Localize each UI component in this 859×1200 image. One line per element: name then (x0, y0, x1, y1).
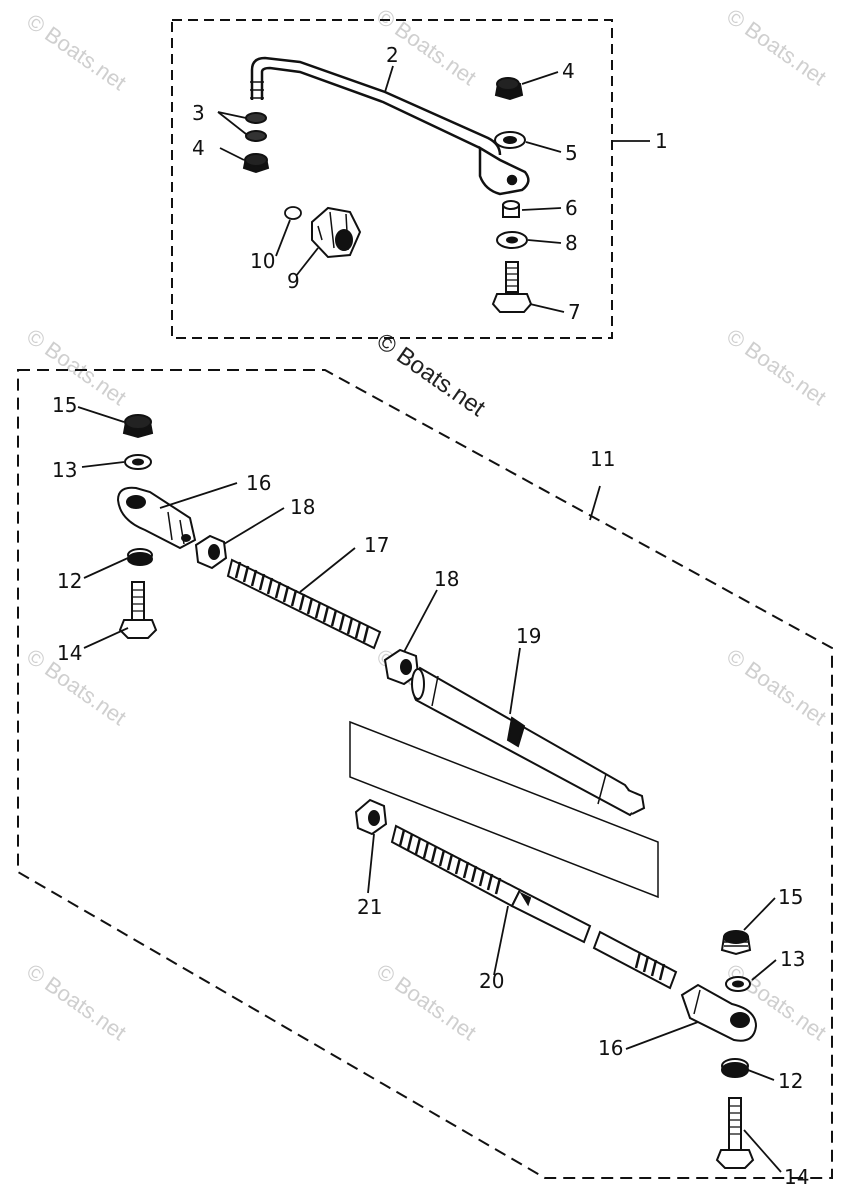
callout-15: 15 (52, 393, 77, 417)
watermark: © Boats.net (722, 644, 831, 731)
collar (494, 131, 526, 149)
callout-1: 1 (655, 129, 668, 153)
threaded-rod (226, 558, 382, 650)
washer (124, 454, 152, 470)
bolt (491, 261, 533, 313)
callout-21: 21 (357, 895, 382, 919)
sub-assembly-bracket (349, 720, 659, 899)
callout-6: 6 (565, 196, 578, 220)
watermark: © Boats.net (722, 324, 831, 411)
callout-16: 16 (598, 1036, 623, 1060)
callout-4: 4 (562, 59, 575, 83)
watermark: © Boats.net (22, 959, 131, 1046)
group-11-outline (17, 369, 833, 1179)
callout-12: 12 (57, 569, 82, 593)
washer (245, 112, 267, 142)
callout-9: 9 (287, 269, 300, 293)
o-ring (284, 206, 302, 220)
jam-nut (194, 534, 420, 686)
nut (720, 930, 752, 956)
watermark: © Boats.net (722, 4, 831, 91)
callout-5: 5 (565, 141, 578, 165)
spacer (721, 1058, 749, 1078)
nut (354, 798, 388, 836)
callout-13: 13 (52, 458, 77, 482)
washer (725, 976, 751, 992)
bolt (715, 1097, 755, 1169)
callout-16: 16 (246, 471, 271, 495)
spacer (127, 548, 153, 566)
group-1-outline (171, 19, 613, 339)
adjusting-rod (390, 824, 678, 990)
callout-15: 15 (778, 885, 803, 909)
callout-18: 18 (290, 495, 315, 519)
callout-2: 2 (386, 43, 399, 67)
callout-11: 11 (590, 447, 615, 471)
callout-14: 14 (784, 1165, 809, 1189)
coupling-nut (311, 206, 362, 259)
bolt (118, 581, 158, 639)
callout-12: 12 (778, 1069, 803, 1093)
center-watermark: © Boats.net (372, 328, 491, 422)
watermark: © Boats.net (372, 959, 481, 1046)
callout-13: 13 (780, 947, 805, 971)
link-rod (250, 56, 530, 196)
callout-14: 14 (57, 641, 82, 665)
callout-17: 17 (364, 533, 389, 557)
tube (411, 666, 646, 817)
flat-washer (496, 231, 528, 249)
callout-20: 20 (479, 969, 504, 993)
watermark: © Boats.net (22, 9, 131, 96)
callout-10: 10 (250, 249, 275, 273)
callout-3: 3 (192, 101, 205, 125)
nut (122, 414, 154, 439)
tie-rod-end (680, 983, 758, 1042)
callout-19: 19 (516, 624, 541, 648)
callouts: 2 3 4 4 5 1 6 8 7 10 9 11 15 13 16 18 12… (52, 43, 809, 1189)
leader-lines (77, 65, 782, 1173)
nut (242, 77, 524, 174)
bushing (502, 200, 520, 218)
tie-rod-end (116, 486, 197, 550)
callout-8: 8 (565, 231, 578, 255)
callout-4: 4 (192, 136, 205, 160)
callout-7: 7 (568, 300, 581, 324)
callout-18: 18 (434, 567, 459, 591)
